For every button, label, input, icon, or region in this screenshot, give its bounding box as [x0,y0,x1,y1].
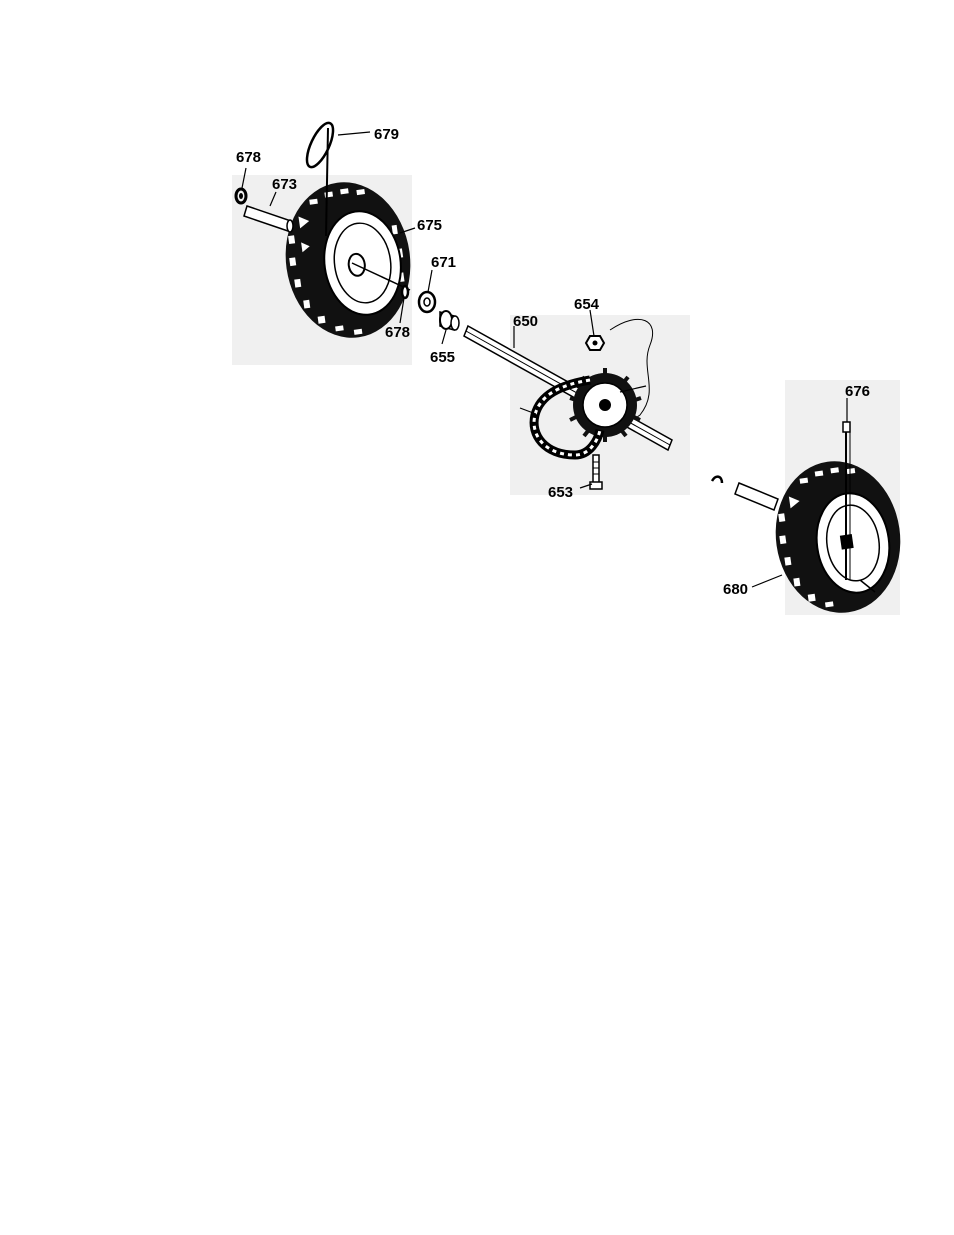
callout-679: 679 [374,126,399,143]
callout-678-top: 678 [236,149,261,166]
callout-650: 650 [513,313,538,330]
callout-675: 675 [417,217,442,234]
axle-spacer-right [712,477,778,510]
e-clip-678-mid [402,286,408,298]
flat-washer-671 [419,292,435,312]
callout-671: 671 [431,254,456,271]
callout-653: 653 [548,484,573,501]
callout-680: 680 [723,581,748,598]
callout-676: 676 [845,383,870,400]
callout-673: 673 [272,176,297,193]
callout-678-mid: 678 [385,324,410,341]
axle-sprocket-assembly [464,315,690,495]
hex-nut-654 [586,336,604,350]
callout-654: 654 [574,296,600,313]
callout-655: 655 [430,349,455,366]
flange-bearing-655 [440,311,459,330]
